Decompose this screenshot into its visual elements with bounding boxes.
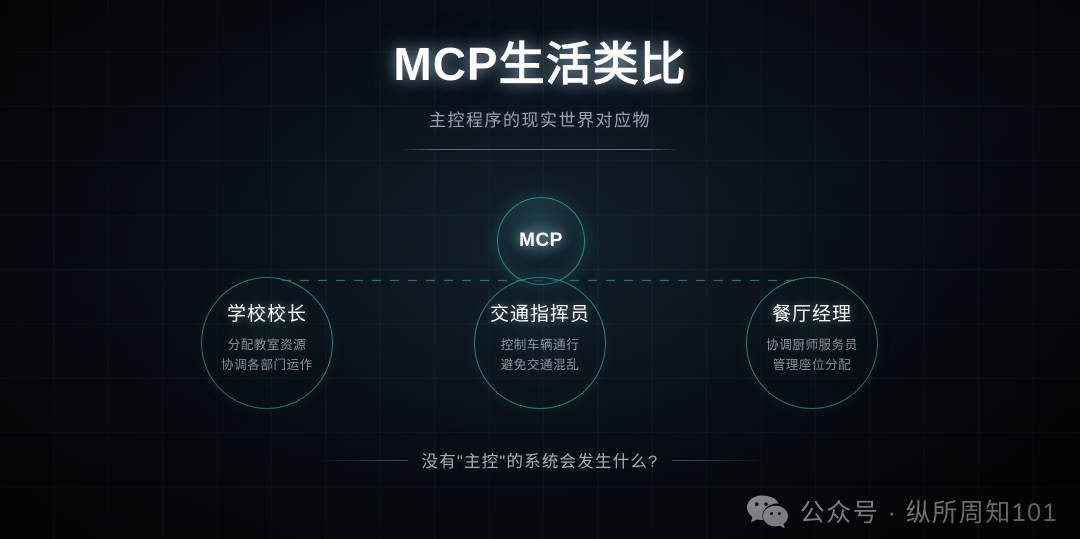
footer-question-text: 没有"主控"的系统会发生什么? bbox=[421, 453, 659, 471]
page-subtitle: 主控程序的现实世界对应物 bbox=[429, 111, 651, 130]
footer-question-row: 没有"主控"的系统会发生什么? bbox=[0, 448, 1080, 472]
wechat-eye-small-right bbox=[777, 512, 781, 516]
role-title: 餐厅经理 bbox=[771, 304, 852, 325]
role-title: 交通指挥员 bbox=[489, 304, 590, 325]
role-node-restaurant-manager[interactable]: 餐厅经理 协调厨师服务员 管理座位分配 bbox=[746, 277, 878, 409]
question-divider-left bbox=[321, 459, 408, 461]
role-description: 协调厨师服务员 管理座位分配 bbox=[766, 335, 858, 375]
page-title: MCP生活类比 bbox=[393, 38, 687, 90]
wechat-icon bbox=[746, 495, 788, 528]
question-divider-right bbox=[672, 459, 759, 461]
role-description: 控制车辆通行 避免交通混乱 bbox=[501, 335, 580, 375]
role-description: 分配教室资源 协调各部门运作 bbox=[221, 335, 313, 375]
wechat-account-name: 公众号 · 纵所周知101 bbox=[799, 499, 1058, 527]
wechat-watermark: 公众号 · 纵所周知101 bbox=[746, 493, 1058, 529]
role-title: 学校校长 bbox=[226, 304, 307, 325]
mcp-hub-node[interactable]: MCP bbox=[497, 197, 585, 285]
role-node-traffic-controller[interactable]: 交通指挥员 控制车辆通行 避免交通混乱 bbox=[474, 277, 606, 409]
mcp-hub-label: MCP bbox=[519, 230, 563, 251]
wechat-bubble-small bbox=[762, 505, 788, 528]
wechat-eye-large-right bbox=[763, 502, 768, 506]
role-description-line: 管理座位分配 bbox=[772, 358, 852, 372]
role-node-school-principal[interactable]: 学校校长 分配教室资源 协调各部门运作 bbox=[201, 277, 333, 409]
slide-header: MCP生活类比 主控程序的现实世界对应物 bbox=[0, 0, 1080, 150]
role-description-line: 分配教室资源 bbox=[227, 338, 307, 352]
role-description-line: 协调厨师服务员 bbox=[766, 338, 858, 352]
wechat-eye-small-left bbox=[769, 512, 773, 516]
wechat-eye-large-left bbox=[754, 502, 759, 506]
role-description-line: 避免交通混乱 bbox=[500, 358, 580, 372]
role-description-line: 控制车辆通行 bbox=[500, 338, 580, 352]
role-description-line: 协调各部门运作 bbox=[221, 358, 313, 372]
header-divider bbox=[404, 149, 676, 150]
